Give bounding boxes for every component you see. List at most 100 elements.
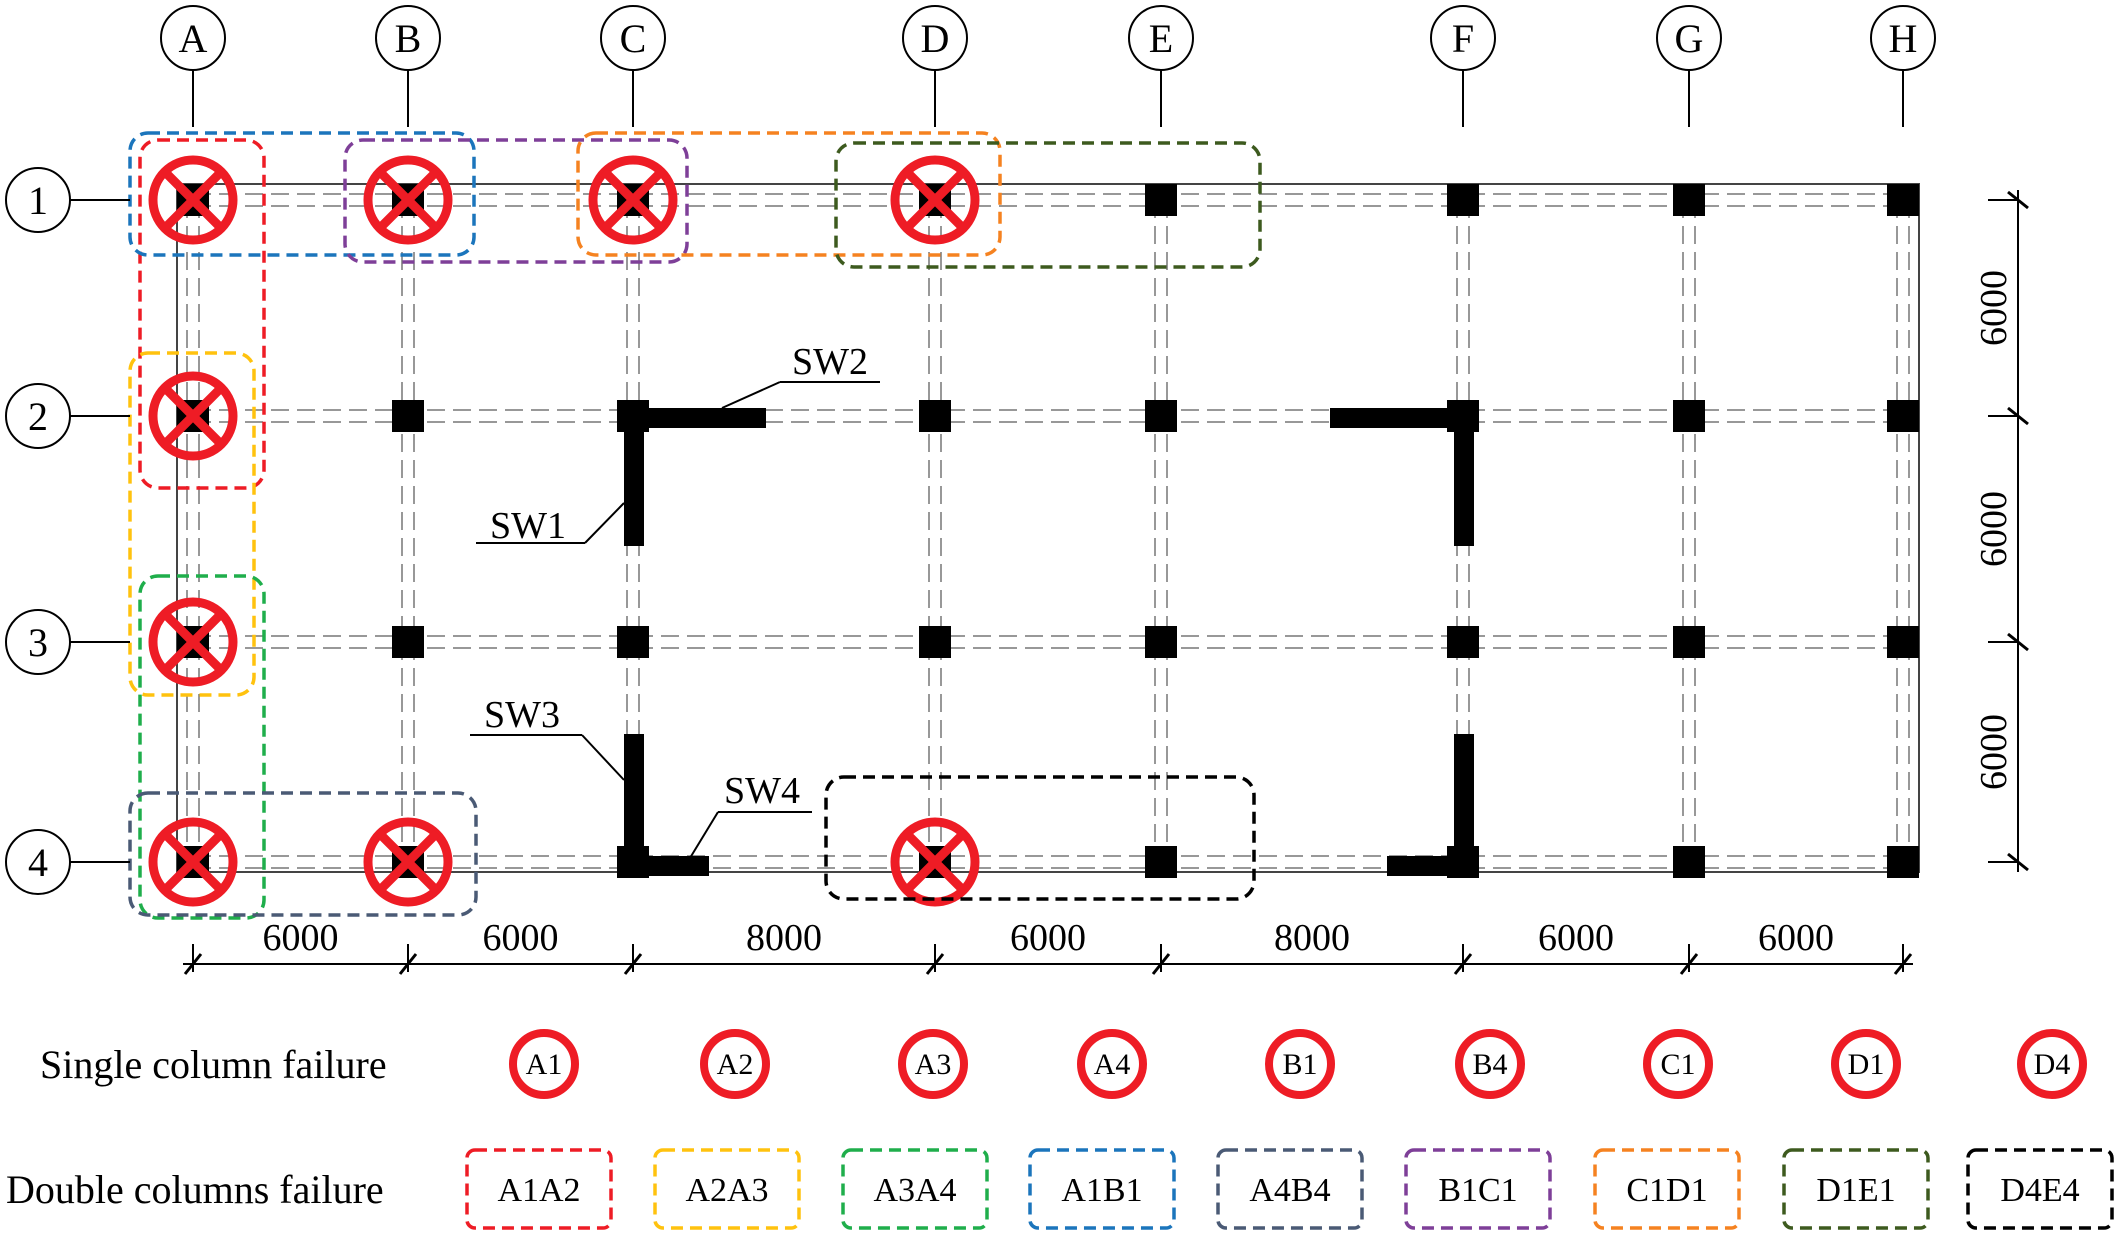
frame-lines [176,183,1920,873]
shear-wall-segment [624,408,766,428]
axis-bubble-4: 4 [5,829,130,895]
axis-label: 2 [28,394,48,439]
column-H2 [1887,400,1919,432]
span-label-vertical: 6000 [1973,714,2015,790]
span-label-horizontal: 6000 [263,917,339,959]
single-failure-item-A4: A4 [1077,1029,1147,1099]
column-G4 [1673,846,1705,878]
span-label-horizontal: 6000 [1010,917,1086,959]
dimension-tick [2007,632,2029,652]
single-failure-label: D1 [1848,1048,1885,1081]
column-C3 [617,626,649,658]
double-failure-item-A1B1: A1B1 [1028,1148,1176,1230]
axis-bubble-D: D [902,5,968,127]
axis-label: F [1452,16,1474,61]
double-failure-title: Double columns failure [6,1167,384,1212]
single-failure-label: D4 [2034,1048,2071,1081]
dimension-tick [1453,953,1473,975]
failure-marker-A3 [148,597,238,687]
shear-wall-segment [1330,408,1474,428]
shear-wall-segment [1454,408,1474,546]
column-H4 [1887,846,1919,878]
axis-bubble-H: H [1870,5,1936,127]
region-A4B4 [128,791,478,917]
column-C2 [617,400,649,432]
axis-label: E [1149,16,1173,61]
region-D1E1 [834,141,1262,269]
shear-wall-segment [624,734,644,874]
column-G2 [1673,400,1705,432]
double-failure-label: A4B4 [1249,1172,1330,1209]
shear-wall-segment [1454,734,1474,874]
single-failure-label: A1 [526,1048,563,1081]
single-failure-item-B4: B4 [1455,1029,1525,1099]
axis-bubble-B: B [375,5,441,127]
dimension-tick [183,953,203,975]
dimension-tick [925,953,945,975]
double-failure-item-C1D1: C1D1 [1593,1148,1741,1230]
dimension-tick [2007,406,2029,426]
single-failure-label: B1 [1282,1048,1317,1081]
failure-marker-A1 [148,155,238,245]
axis-label: C [620,16,647,61]
failure-marker-D4 [890,817,980,907]
axis-bubble-1: 1 [5,167,130,233]
single-failure-title: Single column failure [40,1042,387,1087]
span-label-vertical: 6000 [1973,270,2015,346]
dimension-tick [623,953,643,975]
axis-label: H [1889,16,1918,61]
double-failure-label: B1C1 [1438,1172,1517,1209]
perimeter-line [176,183,1920,873]
single-failure-item-D1: D1 [1831,1029,1901,1099]
column-E3 [1145,626,1177,658]
axis-bubble-3: 3 [5,609,130,675]
region-A2A3 [128,351,256,697]
span-label-horizontal: 8000 [1274,917,1350,959]
single-failure-item-D4: D4 [2017,1029,2087,1099]
double-failure-label: A1A2 [497,1172,580,1209]
failed-column-markers [148,155,980,907]
span-label-horizontal: 6000 [483,917,559,959]
label-SW4: SW4 [689,770,812,859]
failure-marker-A4 [148,817,238,907]
single-failure-item-A2: A2 [700,1029,770,1099]
columns [177,184,1919,878]
failure-marker-D1 [890,155,980,245]
double-failure-item-B1C1: B1C1 [1404,1148,1552,1230]
single-failure-label: A4 [1094,1048,1131,1081]
failure-marker-C1 [588,155,678,245]
double-failure-regions [128,131,1262,920]
double-failure-label: D4E4 [2000,1172,2079,1209]
single-failure-item-A1: A1 [509,1029,579,1099]
column-F2 [1447,400,1479,432]
shear-wall-segment [624,408,644,546]
axis-label: 4 [28,840,48,885]
single-failure-item-B1: B1 [1265,1029,1335,1099]
span-label-horizontal: 8000 [746,917,822,959]
double-failure-item-D1E1: D1E1 [1782,1148,1930,1230]
shear-wall-label: SW2 [792,341,868,383]
column-E4 [1145,846,1177,878]
column-F4 [1447,846,1479,878]
label-SW3: SW3 [470,694,625,781]
axis-bubble-2: 2 [5,383,130,449]
column-D2 [919,400,951,432]
axis-bubble-A: A [160,5,226,127]
axis-label: A [179,16,208,61]
column-G1 [1673,184,1705,216]
single-failure-label: C1 [1660,1048,1695,1081]
single-failure-label: A2 [717,1048,754,1081]
axis-bubble-F: F [1430,5,1496,127]
axis-label: 1 [28,178,48,223]
span-label-horizontal: 6000 [1538,917,1614,959]
double-failure-label: C1D1 [1626,1172,1707,1209]
dimension-tick [1679,953,1699,975]
column-D3 [919,626,951,658]
dimension-tick [2007,190,2029,210]
double-failure-label: A2A3 [685,1172,768,1209]
shear-wall-label: SW4 [724,770,800,812]
